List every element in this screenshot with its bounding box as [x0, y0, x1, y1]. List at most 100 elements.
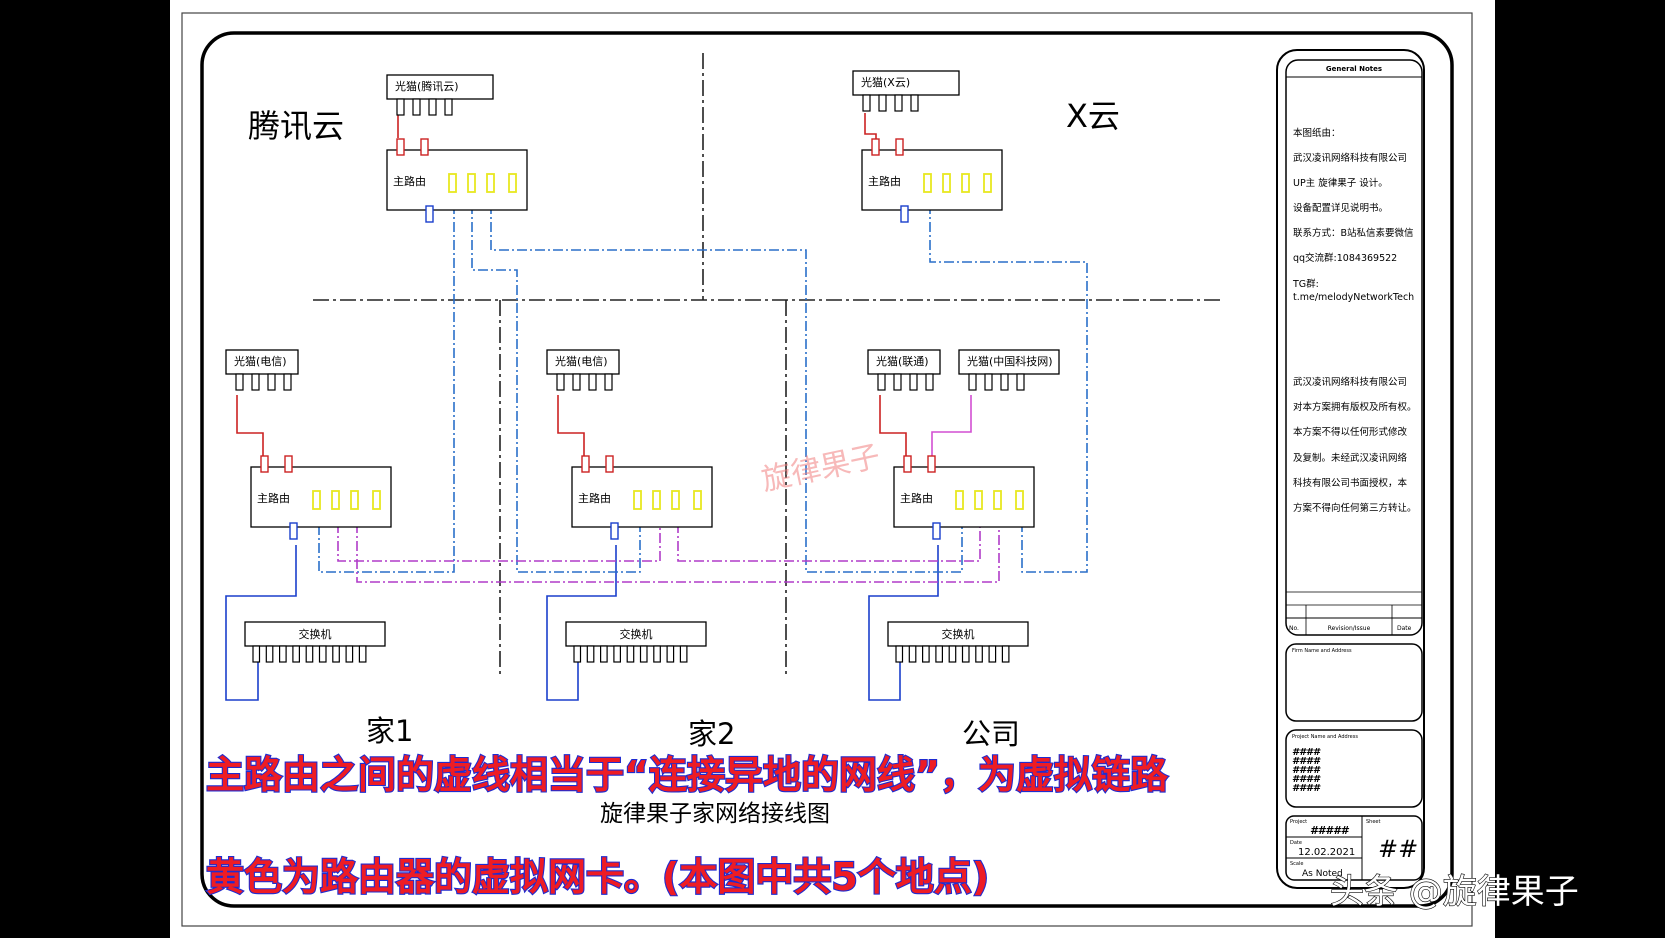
- vlink-tencent-home1: [318, 204, 455, 573]
- switch-port: [666, 645, 675, 663]
- site-name-xcloud: X云: [1066, 97, 1120, 135]
- wan-cable-home2: [557, 395, 585, 457]
- modem-port: [909, 373, 918, 391]
- switch-port: [318, 645, 327, 663]
- wan-port: [260, 455, 269, 473]
- lan-cable-company: [868, 545, 939, 701]
- router-box: [893, 466, 1035, 528]
- virtual-nic: [652, 490, 661, 510]
- wan-cable-home1: [236, 395, 264, 457]
- modem-port: [984, 373, 993, 391]
- modem-port: [968, 373, 977, 391]
- note-line: 对本方案拥有版权及所有权。: [1293, 401, 1417, 413]
- sheet-value: ##: [1378, 835, 1418, 863]
- virtual-nic: [1015, 490, 1024, 510]
- modem-company-cstnet: 光猫(中国科技网): [958, 349, 1060, 391]
- switch-port: [279, 645, 287, 663]
- cables: [225, 113, 1088, 701]
- modem-home1: 光猫(电信): [225, 349, 299, 391]
- project-label: Project Name and Address: [1292, 734, 1358, 740]
- modem-port: [877, 373, 886, 391]
- lan-port: [610, 522, 619, 540]
- modem-port: [1000, 373, 1009, 391]
- modem-port: [251, 373, 260, 391]
- wan-port: [895, 138, 904, 156]
- modem-port: [444, 98, 453, 116]
- switch-port: [935, 645, 944, 663]
- router-box: [571, 466, 713, 528]
- notes-header: General Notes: [1326, 65, 1382, 73]
- project-field-label: Project: [1290, 819, 1307, 825]
- wan-cable-company-cstnet: [931, 395, 972, 457]
- corner-watermark: 头条 @旋律果子: [1330, 872, 1579, 912]
- switch-port: [895, 645, 904, 663]
- site-name-tencent: 腾讯云: [248, 107, 344, 145]
- router-label: 主路由: [393, 174, 426, 188]
- modem-tencent: 光猫(腾讯云): [386, 74, 494, 116]
- diagram-title: 旋律果子家网络接线图: [600, 801, 830, 827]
- modem-box: [546, 349, 620, 375]
- modem-port: [862, 94, 871, 112]
- modem-box: [852, 70, 960, 96]
- switch-port: [1001, 645, 1010, 663]
- project-name-line: ####: [1292, 756, 1321, 767]
- switch-port: [332, 645, 340, 663]
- switch-home1: 交换机: [244, 621, 386, 663]
- vlink-home1-company: [356, 523, 1000, 583]
- virtual-nic: [993, 490, 1002, 510]
- devices: 光猫(腾讯云)主路由光猫(X云)主路由光猫(电信)主路由交换机光猫(电信)主路由…: [225, 70, 1060, 663]
- switch-port: [975, 645, 983, 663]
- note-line: t.me/melodyNetworkTech: [1293, 292, 1414, 303]
- scale-field-label: Scale: [1290, 861, 1303, 867]
- modem-label: 光猫(腾讯云): [395, 79, 459, 93]
- router-home1: 主路由: [250, 455, 392, 540]
- virtual-nic: [942, 173, 951, 193]
- virtual-nic: [331, 490, 340, 510]
- wan-port: [396, 138, 405, 156]
- modem-port: [1016, 373, 1025, 391]
- date-field-label: Date: [1290, 840, 1302, 846]
- modem-port: [235, 373, 244, 391]
- revision-header-issue: Revision/Issue: [1328, 625, 1371, 632]
- virtual-nic: [693, 490, 702, 510]
- modem-port: [283, 373, 292, 391]
- date-value: 12.02.2021: [1298, 847, 1355, 858]
- switch-port: [653, 645, 661, 663]
- note-line: 及复制。未经武汉凌讯网络: [1293, 452, 1408, 464]
- modem-home2: 光猫(电信): [546, 349, 620, 391]
- switch-port: [613, 645, 622, 663]
- modem-port: [572, 373, 581, 391]
- router-tencent: 主路由: [386, 138, 528, 223]
- vlink-xcloud-company: [929, 204, 1088, 573]
- site-name-home2: 家2: [688, 717, 735, 751]
- lan-port: [900, 205, 909, 223]
- switch-port: [265, 645, 274, 663]
- project-name-line: ####: [1292, 783, 1321, 794]
- modem-port: [267, 373, 276, 391]
- modem-box: [386, 74, 494, 100]
- note-line: 联系方式：B站私信素要微信: [1293, 227, 1414, 239]
- modem-box: [958, 349, 1060, 375]
- router-box: [386, 149, 528, 211]
- note-line: qq交流群:1084369522: [1293, 252, 1397, 264]
- switch-port: [358, 645, 367, 663]
- virtual-nic: [372, 490, 381, 510]
- switch-port: [599, 645, 608, 663]
- note-line: 本方案不得以任何形式修改: [1293, 426, 1408, 438]
- wan-cable-company-unicom: [879, 395, 907, 457]
- router-xcloud: 主路由: [861, 138, 1003, 223]
- switch-port: [345, 645, 354, 663]
- inner-frame: [200, 31, 1454, 908]
- lan-cable-home1: [225, 545, 297, 701]
- lan-cable-home2: [546, 545, 617, 701]
- switch-box: [244, 621, 386, 647]
- wan-port: [420, 138, 429, 156]
- modem-box: [225, 349, 299, 375]
- switch-port: [639, 645, 648, 663]
- site-name-company: 公司: [962, 717, 1020, 751]
- project-name-line: ####: [1292, 774, 1321, 785]
- virtual-nic: [671, 490, 680, 510]
- note-line: TG群:: [1292, 278, 1319, 290]
